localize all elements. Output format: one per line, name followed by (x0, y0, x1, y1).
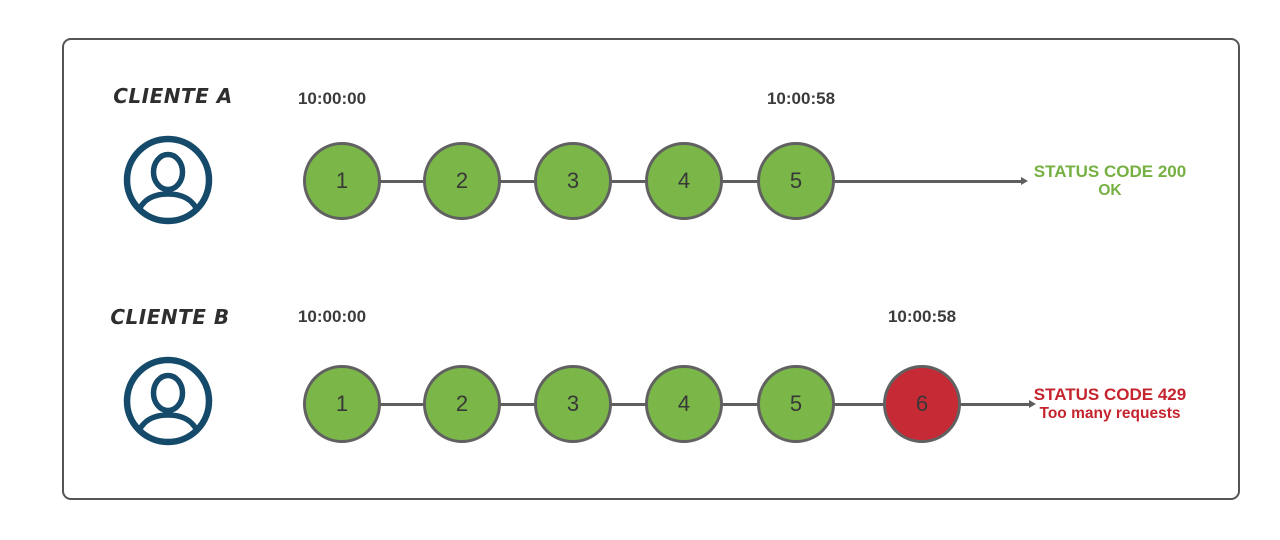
request-circle: 5 (757, 365, 835, 443)
row-a-end-timestamp: 10:00:58 (766, 89, 836, 108)
request-circle: 4 (645, 365, 723, 443)
diagram-frame: CLIENTE A 10:00:00 10:00:58 1 2 3 4 5 ST… (62, 38, 1240, 500)
request-circle-blocked: 6 (883, 365, 961, 443)
row-a-status-label: STATUS CODE 200 OK (1034, 162, 1186, 200)
request-circle: 3 (534, 142, 612, 220)
person-ring (123, 135, 213, 225)
request-circle: 4 (645, 142, 723, 220)
row-b-end-timestamp: 10:00:58 (887, 307, 957, 326)
request-circle: 2 (423, 142, 501, 220)
request-circle: 3 (534, 365, 612, 443)
status-code-text: STATUS CODE 429 (1033, 385, 1187, 404)
person-head (150, 372, 186, 414)
row-b-start-timestamp: 10:00:00 (297, 307, 367, 326)
status-message-text: OK (1098, 182, 1122, 199)
person-ring (123, 356, 213, 446)
client-b-label: CLIENTE B (110, 305, 230, 329)
person-icon (123, 356, 213, 446)
person-head (150, 151, 186, 193)
row-a-start-timestamp: 10:00:00 (297, 89, 367, 108)
request-circle: 5 (757, 142, 835, 220)
status-code-text: STATUS CODE 200 (1033, 162, 1187, 181)
request-circle: 2 (423, 365, 501, 443)
client-a-label: CLIENTE A (113, 84, 233, 108)
person-icon (123, 135, 213, 225)
row-b-status-label: STATUS CODE 429 Too many requests (1034, 385, 1186, 423)
request-circle: 1 (303, 142, 381, 220)
status-message-text: Too many requests (1039, 405, 1181, 422)
request-circle: 1 (303, 365, 381, 443)
